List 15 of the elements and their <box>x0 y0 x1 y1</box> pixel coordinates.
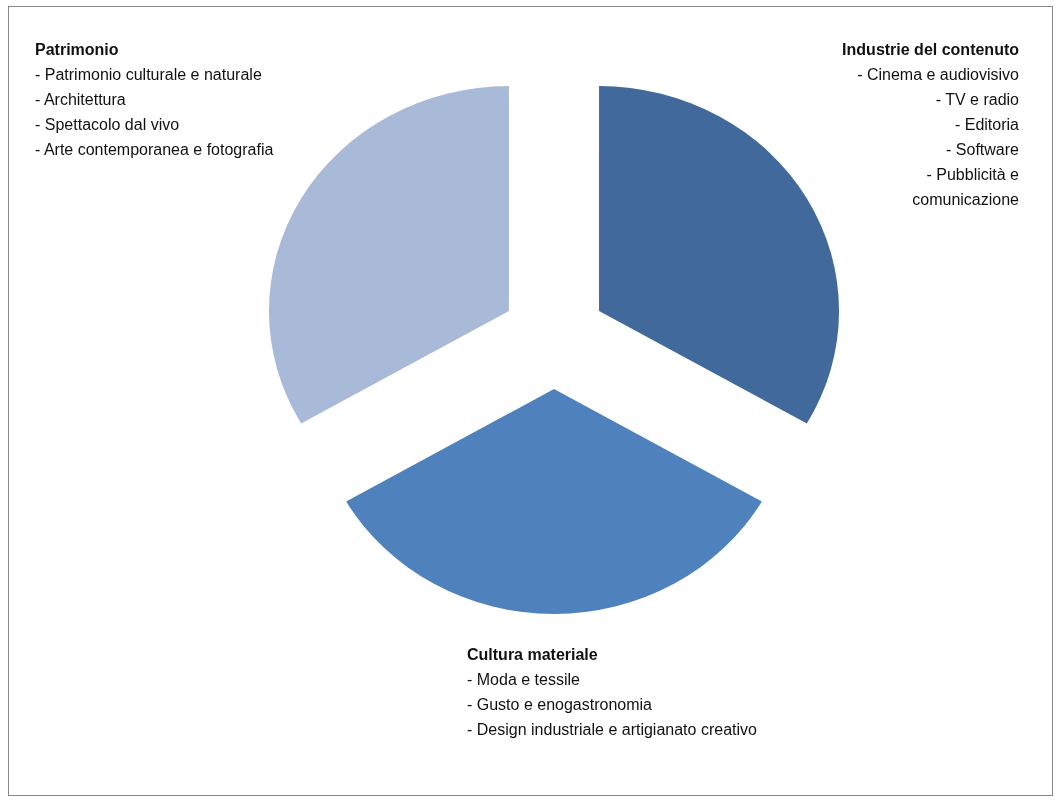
list-item: - Architettura <box>35 90 127 110</box>
list-item: - Editoria <box>953 115 1019 135</box>
list-item: - Cinema e audiovisivo <box>856 65 1019 85</box>
list-item: - Pubblicità e comunicazione <box>911 165 1019 210</box>
category-heading: Cultura materiale <box>467 645 599 665</box>
category-heading: Industrie del contenuto <box>841 40 1019 60</box>
list-item: - TV e radio <box>934 90 1019 110</box>
list-item: - Gusto e enogastronomia <box>467 695 653 715</box>
list-item: - Patrimonio culturale e naturale <box>35 65 263 85</box>
list-item: - Software <box>945 140 1019 160</box>
list-item: - Arte contemporanea e fotografia <box>35 140 275 160</box>
list-item: - Spettacolo dal vivo <box>35 115 181 135</box>
list-item: - Design industriale e artigianato creativo <box>467 720 758 740</box>
list-item: - Moda e tessile <box>467 670 581 690</box>
category-heading: Patrimonio <box>35 40 120 60</box>
